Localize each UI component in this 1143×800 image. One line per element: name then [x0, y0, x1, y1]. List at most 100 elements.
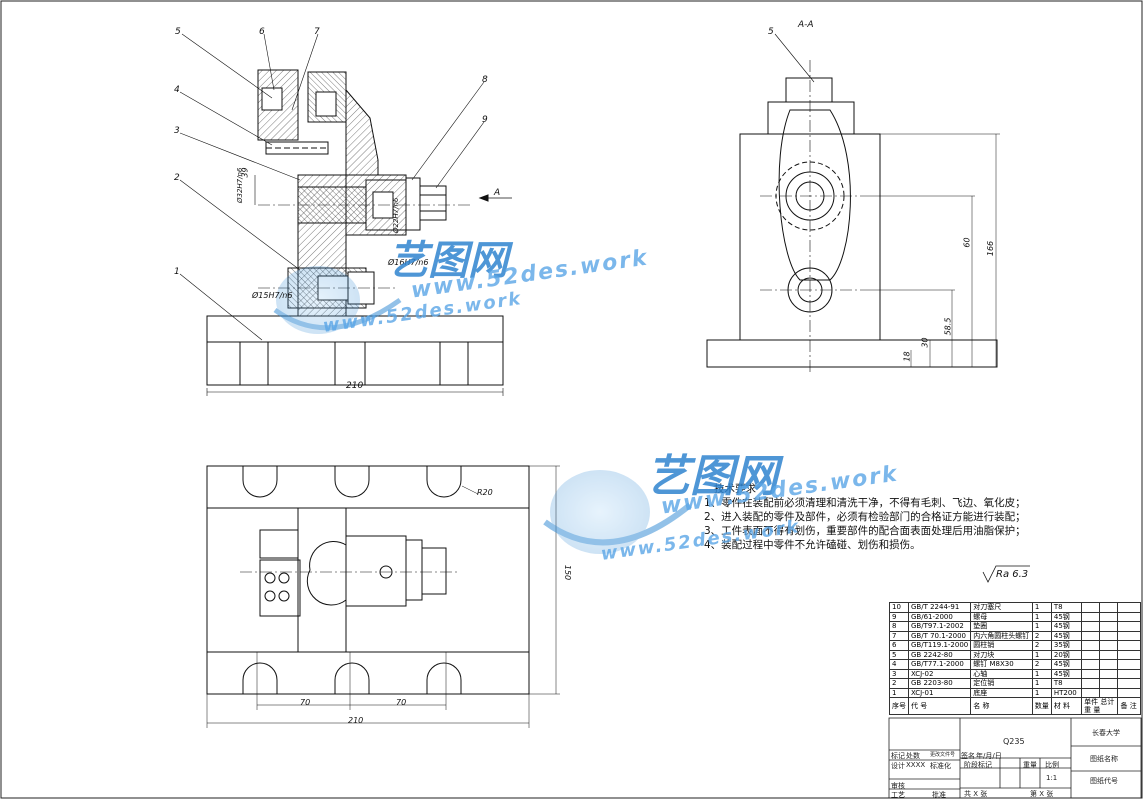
bom-header-cell: 数量 [1031, 697, 1052, 715]
leader-7: 7 [314, 27, 320, 37]
bom-cell: 1 [1031, 687, 1052, 698]
tb-review: 审核 [891, 782, 905, 790]
bom-cell: 心轴 [970, 668, 1033, 679]
leader-1: 1 [174, 267, 180, 277]
dim-150: 150 [563, 564, 573, 581]
dim-210-front: 210 [346, 381, 364, 391]
bom-cell: 45钢 [1050, 630, 1083, 641]
tb-designer: XXXX [906, 761, 926, 769]
bom-cell [1117, 649, 1141, 660]
section-title: A-A [798, 20, 814, 30]
tb-change: 更改文件号 [930, 752, 956, 758]
bom-cell [1099, 602, 1119, 613]
bom-cell [1081, 602, 1101, 613]
bom-cell: T8 [1050, 678, 1083, 689]
bom-cell [1099, 630, 1119, 641]
bom-cell: 9 [889, 611, 909, 622]
bom-cell [1099, 659, 1119, 670]
bom-cell: 对刀塞尺 [970, 602, 1033, 613]
leader-3: 3 [174, 126, 180, 136]
bom-cell [1081, 668, 1101, 679]
bom-cell [1081, 621, 1101, 632]
tech-item: 4、装配过程中零件不允许磕碰、划伤和损伤。 [704, 539, 921, 551]
roughness-label: Ra 6.3 [996, 569, 1029, 580]
arrow-label-a: A [494, 188, 501, 198]
side-leader-5: 5 [768, 27, 774, 37]
leader-4: 4 [174, 85, 180, 95]
bom-cell: 2 [889, 678, 909, 689]
bom-cell: 定位销 [970, 678, 1033, 689]
leader-8: 8 [482, 75, 488, 85]
bom-cell [1099, 687, 1119, 698]
bom-cell: 2 [1031, 640, 1052, 651]
bom-cell: T8 [1050, 602, 1083, 613]
bom-cell: GB/T 70.1-2000 [907, 630, 972, 641]
dim-d16: Ø16H7/n6 [388, 258, 429, 267]
dim-70-a: 70 [300, 698, 311, 707]
bom-cell: 内六角圆柱头螺钉 [970, 630, 1033, 641]
bom-cell: 1 [1031, 602, 1052, 613]
bom-cell: GB 2203-80 [907, 678, 972, 689]
bom-header-note: 备 注 [1117, 697, 1141, 715]
watermark-logo [273, 266, 692, 554]
dim-d32: Ø32H7/n6 [236, 167, 244, 203]
tb-sheets: 共 X 张 [964, 790, 988, 798]
tb-count: 处数 [906, 752, 920, 760]
bom-cell [1117, 678, 1141, 689]
bom-cell: GB/T97.1-2002 [907, 621, 972, 632]
bom-cell [1081, 649, 1101, 660]
title-block-frame [888, 717, 1142, 799]
tb-sheet: 第 X 张 [1030, 790, 1054, 798]
watermark-brand: 艺图网 [388, 238, 508, 284]
side-view [706, 33, 1000, 375]
dim-18: 18 [902, 351, 912, 362]
bom-cell [1117, 687, 1141, 698]
bom-cell: 3 [889, 668, 909, 679]
tb-material: Q235 [1003, 737, 1025, 746]
tb-approve: 批准 [932, 791, 946, 799]
tb-drawing-name: 图纸名称 [1090, 755, 1118, 763]
bom-cell [1081, 659, 1101, 670]
dim-d15: Ø15H7/n6 [252, 291, 293, 300]
bom-cell [1081, 611, 1101, 622]
bom-cell: GB/T 2244-91 [907, 602, 972, 613]
bom-cell [1099, 649, 1119, 660]
bom-cell: 5 [889, 649, 909, 660]
bom-cell: GB 2242-80 [907, 649, 972, 660]
bom-cell [1117, 630, 1141, 641]
bom-cell: 7 [889, 630, 909, 641]
bom-cell: 螺钉 M8X30 [970, 659, 1033, 670]
dim-60: 60 [962, 237, 972, 248]
bom-cell: 35钢 [1050, 640, 1083, 651]
bom-cell [1099, 668, 1119, 679]
bom-cell [1117, 621, 1141, 632]
dim-210-top: 210 [348, 716, 364, 725]
bom-cell: 8 [889, 621, 909, 632]
bom-cell: 6 [889, 640, 909, 651]
tb-drawing-code: 图纸代号 [1090, 777, 1118, 785]
dim-30: 30 [920, 337, 930, 348]
dim-58-5: 58.5 [943, 317, 953, 336]
tb-sign: 签名 [961, 752, 975, 760]
front-section-view [179, 33, 512, 396]
bom-cell [1117, 640, 1141, 651]
tb-weight: 重量 [1023, 761, 1037, 769]
bom-cell: 垫圈 [970, 621, 1033, 632]
bom-cell: 4 [889, 659, 909, 670]
tb-mark: 标记 [891, 752, 905, 760]
leader-5: 5 [175, 27, 181, 37]
top-view [206, 465, 560, 728]
bom-cell: 10 [889, 602, 909, 613]
tb-scale-value: 1:1 [1046, 774, 1058, 782]
bom-cell: XCJ-01 [907, 687, 972, 698]
bom-cell [1117, 668, 1141, 679]
bom-cell [1081, 678, 1101, 689]
